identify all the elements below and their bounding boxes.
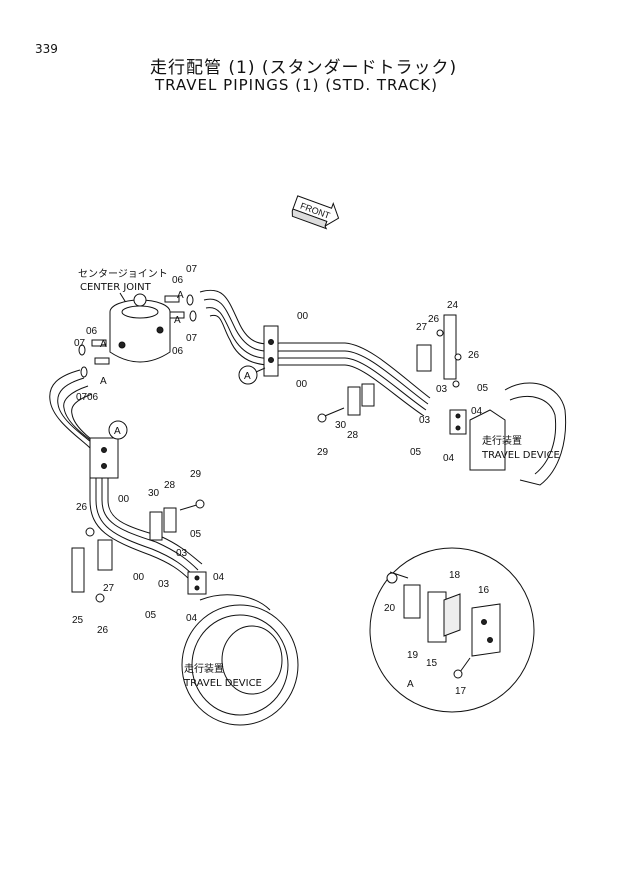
- page-title-english: TRAVEL PIPINGS (1) (STD. TRACK): [155, 76, 438, 94]
- part-label-05: 05: [145, 610, 157, 621]
- detail-callout-a: [238, 365, 258, 385]
- part-label-15: 15: [426, 658, 438, 669]
- detail-a: [369, 547, 535, 713]
- travel-device-label-en: TRAVEL DEVICE: [481, 450, 560, 461]
- part-label-28: 28: [164, 480, 176, 491]
- part-label-06: 06: [86, 326, 98, 337]
- detail-ref-label: A: [174, 315, 181, 326]
- upper-clamp: [263, 325, 279, 377]
- front-arrow: FRONT: [291, 195, 340, 230]
- part-label-28: 28: [347, 430, 359, 441]
- part-label-06: 06: [172, 346, 184, 357]
- part-label-16: 16: [478, 585, 490, 596]
- part-label-30: 30: [335, 420, 347, 431]
- center-joint-label-en: CENTER JOINT: [80, 282, 152, 293]
- part-label-26: 26: [468, 350, 480, 361]
- part-label-06: 06: [87, 392, 99, 403]
- part-label-26: 26: [76, 502, 88, 513]
- detail-ref-label: A: [100, 339, 107, 350]
- lower-hoses: [49, 369, 203, 581]
- travel-device-label-jp: 走行装置: [482, 434, 522, 447]
- detail-ref-label: A: [177, 290, 184, 301]
- upper-mid-clamps: [317, 314, 462, 423]
- part-label-07: 07: [186, 264, 198, 275]
- part-label-17: 17: [455, 686, 467, 697]
- detail-ref-label: A: [114, 426, 121, 437]
- part-label-00: 00: [133, 572, 145, 583]
- travel-device-label-en: TRAVEL DEVICE: [183, 678, 262, 689]
- lower-clamps: [71, 499, 205, 603]
- part-label-06: 06: [172, 275, 184, 286]
- part-label-05: 05: [410, 447, 422, 458]
- part-label-19: 19: [407, 650, 419, 661]
- detail-a-label: A: [407, 679, 414, 690]
- part-label-00: 00: [297, 311, 309, 322]
- part-label-07: 07: [76, 392, 88, 403]
- part-label-03: 03: [419, 415, 431, 426]
- part-label-04: 04: [471, 406, 483, 417]
- detail-ref-label: A: [244, 371, 251, 382]
- center-joint-label-jp: センタージョイント: [78, 268, 168, 280]
- center-joint-fittings: [78, 294, 197, 378]
- part-label-05: 05: [477, 383, 489, 394]
- lower-travel-device: [181, 571, 299, 726]
- part-label-26: 26: [428, 314, 440, 325]
- part-label-29: 29: [317, 447, 329, 458]
- center-joint: [109, 293, 171, 363]
- part-label-04: 04: [186, 613, 198, 624]
- page-number: 339: [35, 42, 58, 56]
- part-label-26: 26: [97, 625, 109, 636]
- travel-device-label-jp: 走行装置: [184, 662, 224, 675]
- part-label-00: 00: [118, 494, 130, 505]
- part-label-27: 27: [103, 583, 115, 594]
- part-label-25: 25: [72, 615, 84, 626]
- part-label-07: 07: [186, 333, 198, 344]
- part-label-20: 20: [384, 603, 396, 614]
- upper-hoses: [199, 289, 431, 417]
- detail-callout-a: [108, 420, 128, 440]
- part-label-03: 03: [158, 579, 170, 590]
- part-label-29: 29: [190, 469, 202, 480]
- detail-ref-label: A: [100, 376, 107, 387]
- part-label-07: 07: [74, 338, 86, 349]
- left-clamp: [89, 437, 119, 479]
- upper-travel-device: [449, 382, 567, 486]
- part-label-18: 18: [449, 570, 461, 581]
- part-label-03: 03: [436, 384, 448, 395]
- part-label-24: 24: [447, 300, 459, 311]
- part-label-27: 27: [416, 322, 428, 333]
- part-label-00: 00: [296, 379, 308, 390]
- part-label-30: 30: [148, 488, 160, 499]
- part-label-05: 05: [190, 529, 202, 540]
- part-label-04: 04: [213, 572, 225, 583]
- part-label-04: 04: [443, 453, 455, 464]
- page-title-japanese: 走行配管 (1) (スタンダードトラック): [150, 58, 458, 78]
- part-label-03: 03: [176, 548, 188, 559]
